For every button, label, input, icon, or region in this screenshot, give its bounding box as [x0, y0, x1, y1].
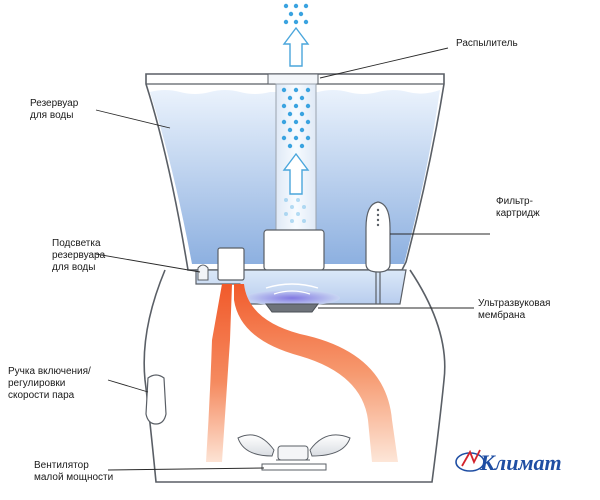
mist-dot: [284, 198, 288, 202]
membrane-glow: [244, 290, 340, 306]
brand-name: Климат: [480, 450, 562, 475]
mist-dot: [293, 19, 299, 25]
label-backlight-line1: Подсветка: [52, 238, 101, 249]
power-speed-knob: [145, 374, 167, 425]
mist-dot: [303, 19, 309, 25]
mist-dot: [281, 87, 287, 93]
leader-lines: [95, 47, 490, 471]
label-filter-line1: Фильтр-: [496, 196, 533, 207]
membrane-ripple-1: [265, 283, 319, 289]
mist-dot: [283, 19, 289, 25]
mist-dot: [281, 119, 287, 125]
mist-arrow-top: [282, 26, 310, 67]
brand-logo-mark: [455, 449, 485, 472]
mist-dot: [302, 219, 306, 223]
mist-dot: [281, 135, 287, 141]
label-fan-line1: Вентилятор: [34, 460, 89, 471]
mist-dot: [283, 3, 289, 9]
sprayer-cap: [267, 73, 319, 85]
mist-dot: [299, 143, 305, 149]
mist-dot: [290, 205, 294, 209]
mist-dot: [299, 127, 305, 133]
mist-dot: [296, 198, 300, 202]
fan: [237, 434, 351, 471]
ultrasonic-membrane: [265, 303, 319, 313]
label-reservoir: Резервуар для воды: [30, 98, 78, 122]
mist-dot: [287, 95, 293, 101]
label-backlight: Подсветка резервуара для воды: [52, 238, 105, 274]
mist-dot: [305, 135, 311, 141]
mist-dot: [287, 111, 293, 117]
mist-dot: [302, 205, 306, 209]
mist-dot: [287, 143, 293, 149]
label-fan-line2: малой мощности: [34, 472, 114, 483]
mist-dot: [288, 11, 294, 17]
mist-dot: [281, 103, 287, 109]
mist-dot: [293, 119, 299, 125]
label-backlight-line2: резервуара: [52, 250, 106, 261]
mist-dot: [293, 135, 299, 141]
tube-base: [263, 229, 325, 271]
mist-dot: [298, 11, 304, 17]
mist-dot: [299, 95, 305, 101]
mist-dot: [287, 127, 293, 133]
filter-cartridge: [365, 201, 391, 304]
air-flow-right: [234, 284, 398, 462]
membrane-ripple-2: [273, 290, 311, 295]
mist-dot: [293, 3, 299, 9]
label-backlight-line3: для воды: [52, 262, 96, 273]
label-knob-line3: скорости пара: [8, 390, 75, 401]
mist-dot: [303, 3, 309, 9]
label-membrane-line2: мембрана: [478, 310, 526, 321]
label-fan: Вентилятор малой мощности: [34, 460, 113, 484]
air-flow-left: [206, 284, 232, 462]
mist-dot: [305, 119, 311, 125]
mist-dot: [305, 87, 311, 93]
mist-dot: [299, 111, 305, 117]
label-reservoir-line2: для воды: [30, 110, 74, 121]
mist-dot: [293, 103, 299, 109]
mist-dot: [293, 87, 299, 93]
label-filter-line2: картридж: [496, 208, 540, 219]
brand-logo: Климат: [448, 448, 578, 478]
mist-dot: [290, 219, 294, 223]
mist-dot: [305, 103, 311, 109]
mist-dot: [296, 212, 300, 216]
label-knob-line2: регулировки: [8, 378, 66, 389]
label-knob-line1: Ручка включения/: [8, 366, 91, 377]
label-sprayer: Распылитель: [456, 38, 518, 50]
backlight: [197, 247, 245, 281]
mist-dots: [281, 3, 311, 223]
label-reservoir-line1: Резервуар: [30, 98, 79, 109]
mist-arrow-tube: [282, 152, 310, 195]
mist-dot: [284, 212, 288, 216]
label-membrane: Ультразвуковая мембрана: [478, 298, 550, 322]
label-membrane-line1: Ультразвуковая: [478, 298, 551, 309]
label-sprayer-text: Распылитель: [456, 38, 518, 49]
label-knob: Ручка включения/ регулировки скорости па…: [8, 366, 91, 402]
label-filter: Фильтр- картридж: [496, 196, 540, 220]
